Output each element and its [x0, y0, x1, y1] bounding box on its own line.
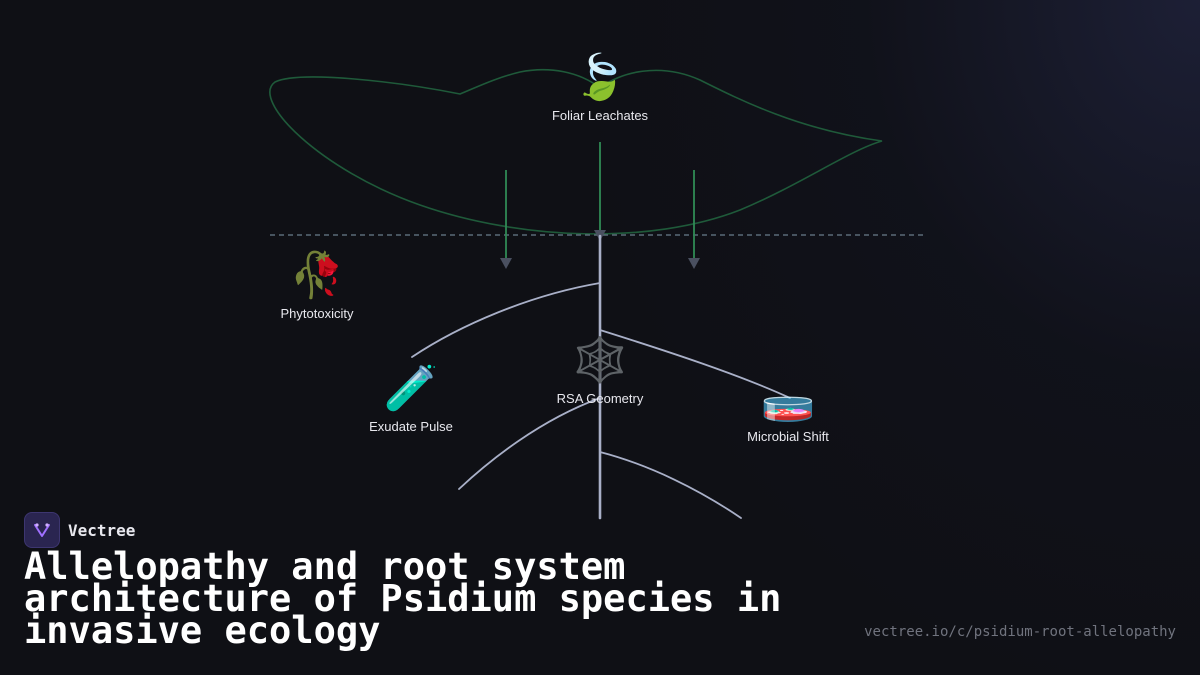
brand-name: Vectree — [68, 520, 136, 540]
leaf-icon: 🍃 — [572, 52, 628, 103]
node-rsa-geometry[interactable]: 🕸️ RSA Geometry — [556, 335, 644, 407]
lateral-root-lower-right — [599, 451, 742, 519]
lateral-root-lower-left — [458, 397, 601, 490]
node-microbial-shift[interactable]: 🧫 Microbial Shift — [747, 373, 829, 445]
leachate-arrowhead-left — [500, 258, 512, 269]
canopy-outline — [269, 68, 883, 235]
source-url[interactable]: vectree.io/c/psidium-root-allelopathy — [864, 624, 1176, 640]
node-label: Foliar Leachates — [551, 108, 649, 123]
node-label: RSA Geometry — [556, 391, 644, 406]
test-tube-icon: 🧪 — [383, 363, 439, 414]
spider-web-icon: 🕸️ — [572, 335, 628, 386]
node-label: Exudate Pulse — [369, 419, 453, 434]
vectree-logo-icon — [24, 512, 60, 548]
petri-dish-icon: 🧫 — [760, 373, 816, 424]
node-label: Phytotoxicity — [280, 306, 354, 321]
page-title: Allelopathy and root system architecture… — [24, 545, 782, 652]
root-system — [411, 234, 791, 520]
wilted-flower-icon: 🥀 — [289, 250, 345, 301]
leachate-arrowhead-right — [688, 258, 700, 269]
lateral-root-upper-right — [599, 329, 791, 399]
node-foliar-leachates[interactable]: 🍃 Foliar Leachates — [551, 52, 649, 124]
node-phytotoxicity[interactable]: 🥀 Phytotoxicity — [280, 250, 354, 322]
background-glow — [600, 0, 1200, 675]
lateral-root-upper-left — [411, 282, 601, 358]
leachate-arrows — [500, 142, 700, 269]
brand: Vectree — [24, 512, 135, 548]
node-label: Microbial Shift — [747, 429, 829, 444]
node-exudate-pulse[interactable]: 🧪 Exudate Pulse — [369, 363, 453, 435]
